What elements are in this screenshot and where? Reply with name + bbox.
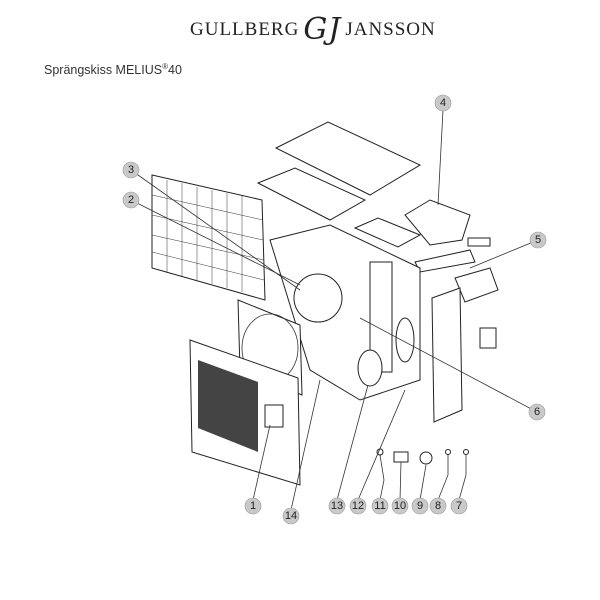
brand-logo: Gullberg GJ Jansson [190, 12, 436, 47]
valves-sensors [376, 448, 469, 481]
compressor [357, 349, 383, 387]
svg-text:4: 4 [440, 97, 446, 109]
title-text: Sprängskiss MELIUS [44, 63, 163, 78]
title-reg: ® [162, 62, 169, 71]
control-box [404, 199, 471, 246]
front-display [264, 404, 284, 428]
side-panel [431, 287, 463, 423]
svg-text:8: 8 [435, 500, 441, 512]
callout-11: 11 [371, 497, 389, 515]
cover-plate [353, 217, 422, 248]
brand-name-right: Jansson [345, 18, 436, 40]
callout-14: 14 [282, 507, 300, 525]
svg-text:11: 11 [374, 500, 385, 512]
callout-12: 12 [349, 497, 367, 515]
accumulator [395, 317, 415, 363]
callout-4: 4 [434, 94, 452, 112]
callout-1: 1 [244, 497, 262, 515]
svg-text:12: 12 [352, 500, 364, 512]
svg-text:9: 9 [417, 500, 423, 512]
title-model: 40 [168, 63, 182, 78]
callout-8: 8 [429, 497, 447, 515]
svg-text:3: 3 [128, 164, 134, 176]
callout-13: 13 [328, 497, 346, 515]
terminal-block [479, 327, 497, 349]
grille-cells [151, 180, 265, 292]
callout-10: 10 [391, 497, 409, 515]
callout-3: 3 [122, 161, 140, 179]
rear-grille [151, 174, 266, 301]
svg-text:2: 2 [128, 194, 134, 206]
top-lid [274, 121, 422, 196]
bracket [467, 237, 491, 247]
svg-text:7: 7 [456, 500, 462, 512]
mount-bracket [414, 249, 476, 273]
front-grille-mesh [198, 360, 258, 452]
callout-2: 2 [122, 191, 140, 209]
svg-text:14: 14 [285, 510, 297, 522]
display-unit [454, 267, 499, 303]
fan-blade [293, 273, 343, 323]
svg-text:5: 5 [535, 234, 541, 246]
svg-text:10: 10 [394, 500, 406, 512]
leader-lines [130, 109, 539, 511]
page-title: Sprängskiss MELIUS®40 [44, 62, 182, 77]
callout-7: 7 [450, 497, 468, 515]
svg-text:13: 13 [331, 500, 343, 512]
svg-text:1: 1 [250, 500, 256, 512]
callout-6: 6 [528, 403, 546, 421]
brand-name-left: Gullberg [190, 18, 300, 40]
callout-9: 9 [411, 497, 429, 515]
brand-monogram: GJ [303, 12, 342, 47]
top-plate [256, 167, 367, 221]
callout-5: 5 [529, 231, 547, 249]
svg-text:6: 6 [534, 406, 540, 418]
